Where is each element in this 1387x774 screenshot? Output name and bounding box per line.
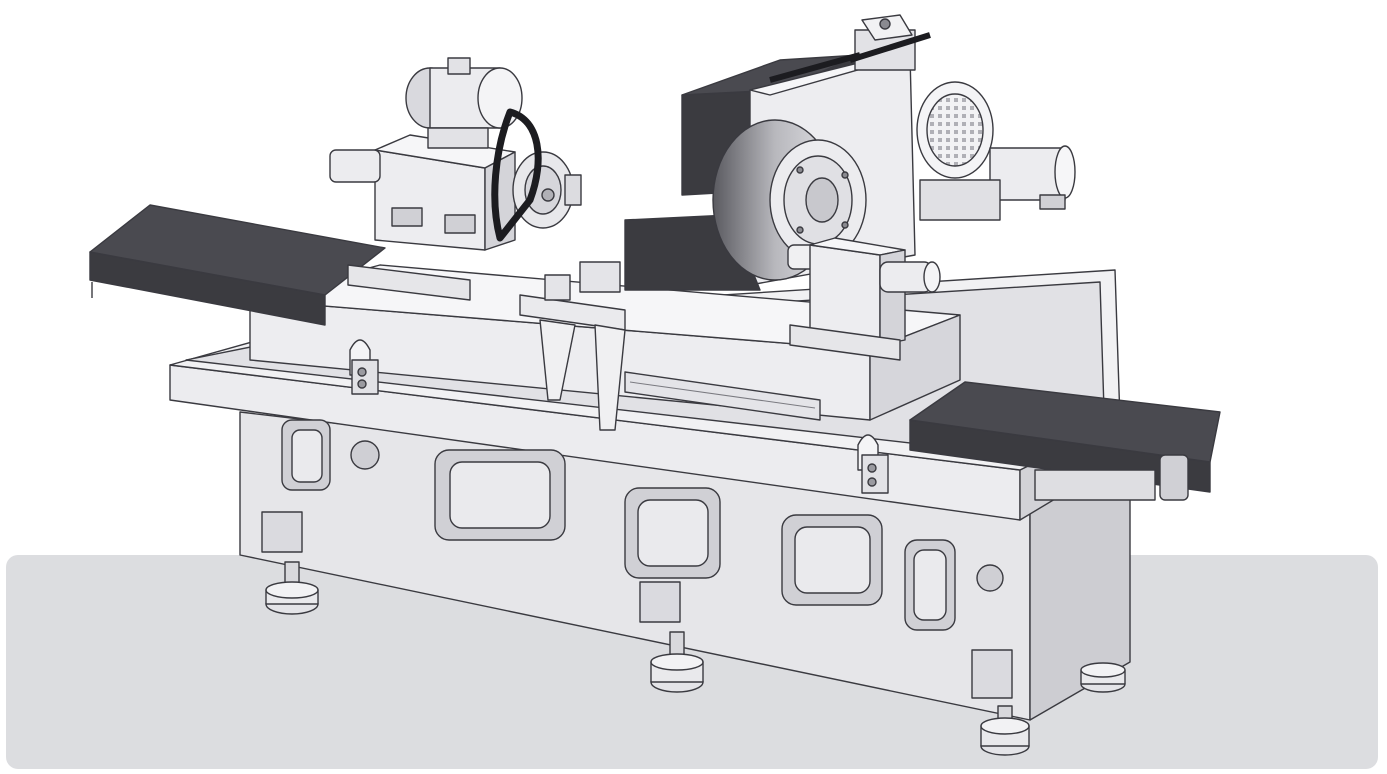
foot-front-right [980,705,1030,756]
foot-rear-right [1080,662,1126,693]
machine-bed [169,264,1131,721]
right-way-cover [909,381,1221,501]
tailstock [787,237,941,361]
drive-belt [491,108,542,242]
foot-center [650,631,704,693]
grinding-wheel [712,119,867,281]
wheel-motor [769,14,994,179]
servo-motor [919,145,1076,221]
foot-left [265,561,319,615]
leveling-feet [265,561,1126,756]
workhead-motor [405,57,523,149]
gauge-fixture [519,261,626,431]
left-way-cover [89,204,386,326]
